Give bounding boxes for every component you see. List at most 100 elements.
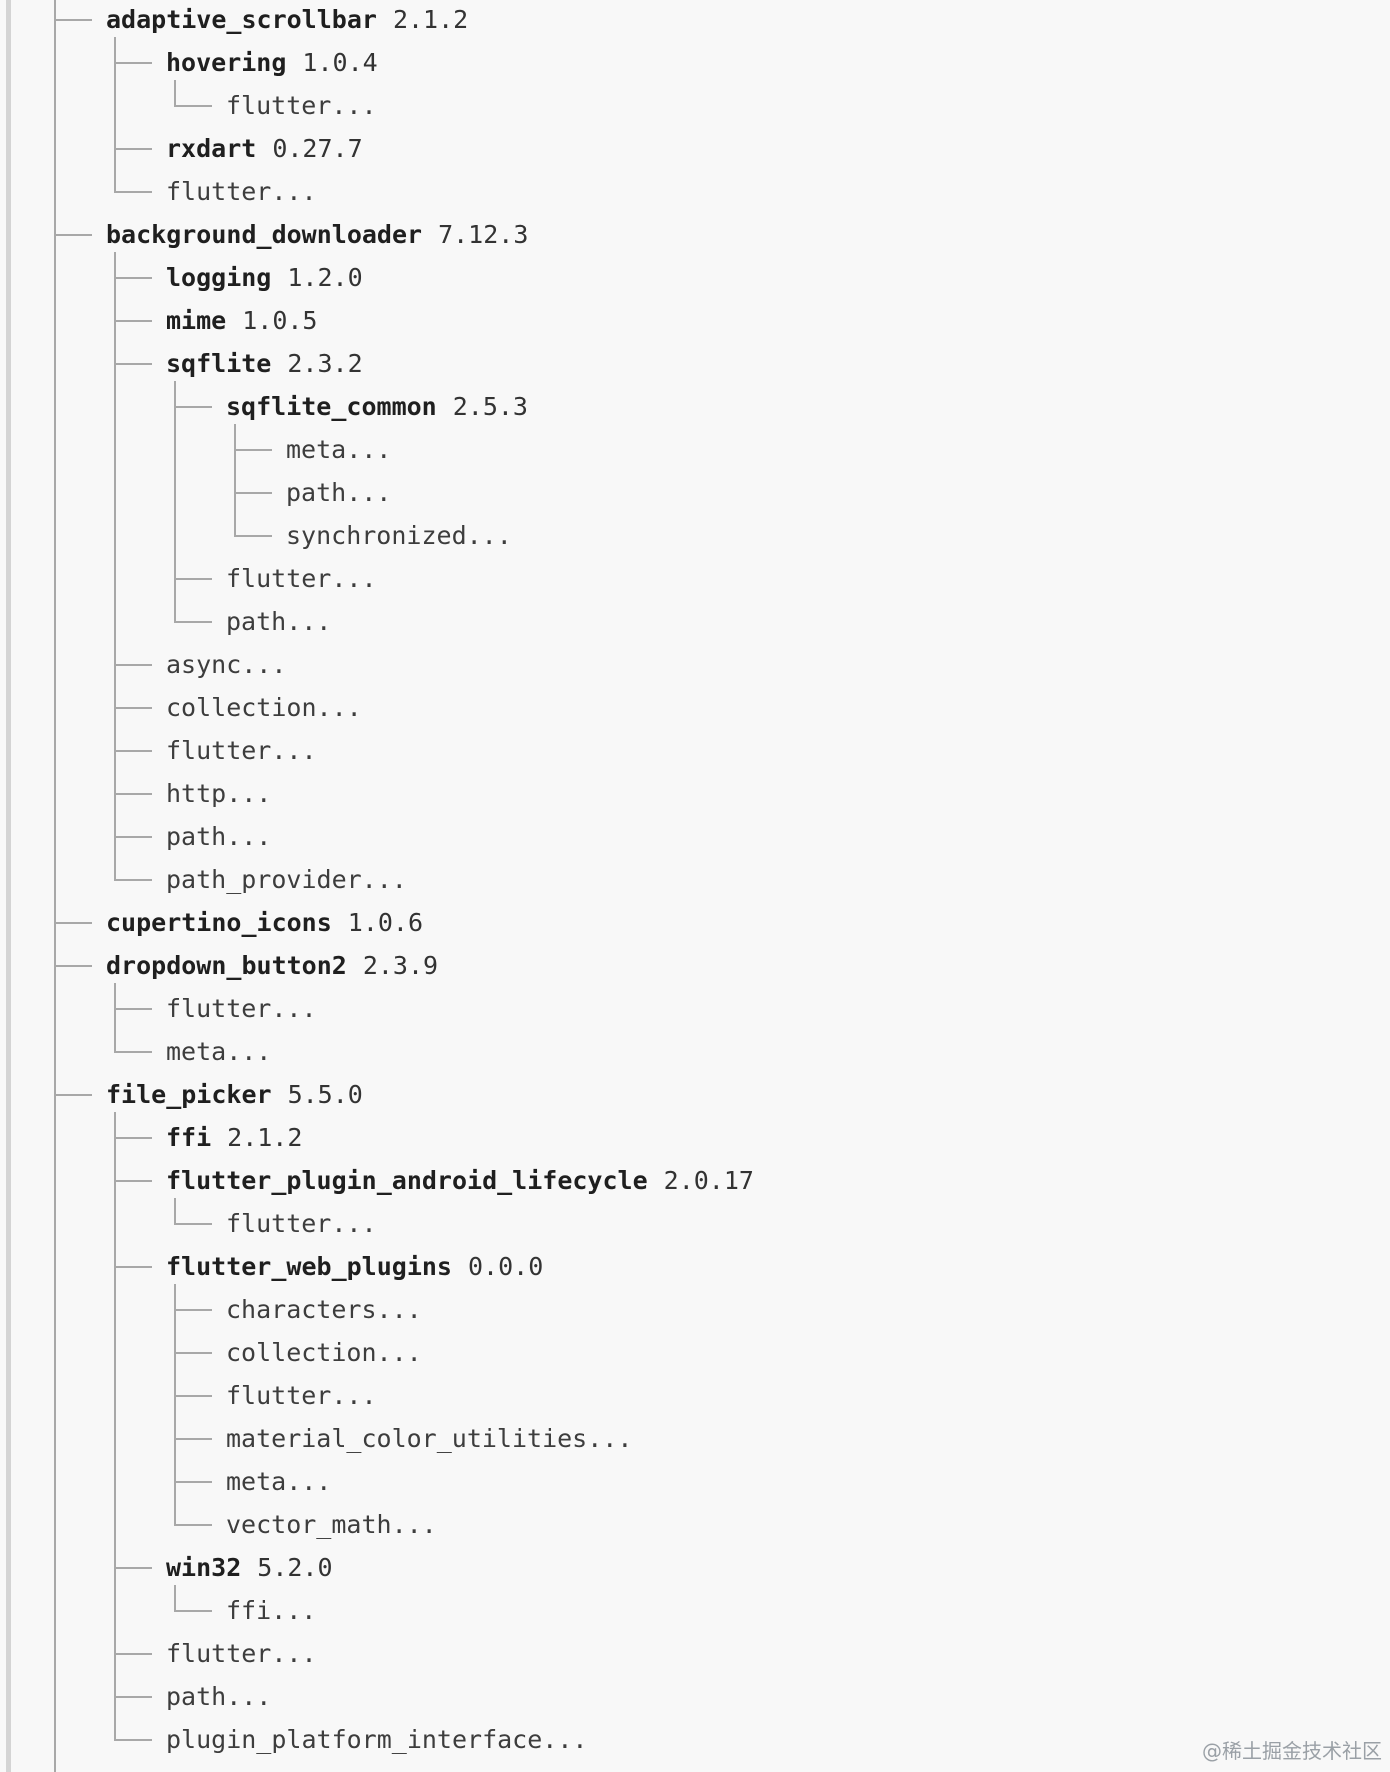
tree-branch-line [114,62,152,64]
tree-branch-line [114,1266,152,1268]
tree-node[interactable]: path... [286,473,391,513]
tree-node[interactable]: async... [166,645,286,685]
tree-branch-line [114,793,152,795]
tree-node[interactable]: collection... [166,688,362,728]
tree-vertical-line [174,1284,176,1526]
tree-branch-line [54,1094,92,1096]
tree-branch-line [114,1008,152,1010]
tree-branch-line [54,922,92,924]
package-name: flutter... [226,564,377,593]
package-name: plugin_platform_interface... [166,1725,588,1754]
tree-branch-line [174,621,212,623]
tree-node[interactable]: path_provider... [166,860,407,900]
package-name: flutter_plugin_android_lifecycle [166,1166,648,1195]
tree-branch-line [114,707,152,709]
tree-node[interactable]: meta... [166,1032,271,1072]
package-name: path... [286,478,392,507]
tree-branch-line [114,363,152,365]
watermark: @稀土掘金技术社区 [1202,1739,1382,1763]
tree-branch-line [114,879,152,881]
package-name: adaptive_scrollbar [106,5,377,34]
package-version: 0.0.0 [467,1252,544,1281]
tree-vertical-line [54,0,56,1772]
tree-node[interactable]: meta... [286,430,391,470]
tree-node[interactable]: material_color_utilities... [226,1419,632,1459]
package-name: flutter... [166,994,317,1023]
tree-node[interactable]: flutter... [226,86,377,126]
tree-branch-line [54,965,92,967]
tree-branch-line [114,664,152,666]
package-version: 1.2.0 [287,263,363,292]
tree-vertical-line [174,80,176,107]
package-name: flutter... [226,1381,377,1410]
tree-node[interactable]: flutter... [226,559,377,599]
tree-node[interactable]: collection... [226,1333,422,1373]
package-name: file_picker [106,1080,272,1109]
tree-node[interactable]: path... [166,1677,271,1717]
tree-node[interactable]: flutter... [166,1634,317,1674]
tree-branch-line [174,1481,212,1483]
package-version: 7.12.3 [438,220,529,249]
tree-node[interactable]: path... [226,602,331,642]
tree-node[interactable]: ffi 2.1.2 [166,1118,302,1158]
tree-node[interactable]: http... [166,774,271,814]
package-name: win32 [166,1553,242,1582]
tree-node[interactable]: flutter... [166,172,317,212]
tree-branch-line [174,105,212,107]
package-name: path_provider... [166,865,407,894]
tree-branch-line [174,578,212,580]
package-name: rxdart [166,134,257,163]
package-name: flutter... [226,1209,377,1238]
tree-node[interactable]: characters... [226,1290,422,1330]
package-version: 2.3.2 [287,349,363,378]
tree-branch-line [174,1438,212,1440]
tree-node[interactable]: flutter... [166,989,317,1029]
package-version: 2.5.3 [452,392,528,421]
package-version: 2.0.17 [663,1166,754,1195]
tree-node[interactable]: flutter_plugin_android_lifecycle 2.0.17 [166,1161,754,1201]
tree-branch-line [114,750,152,752]
package-name: cupertino_icons [106,908,332,937]
tree-node[interactable]: flutter... [226,1376,377,1416]
tree-node[interactable]: flutter... [226,1204,377,1244]
tree-branch-line [174,1524,212,1526]
package-name: mime [166,306,227,335]
tree-node[interactable]: path... [166,817,271,857]
tree-node[interactable]: plugin_platform_interface... [166,1720,587,1760]
package-version: 2.1.2 [227,1123,303,1152]
tree-branch-line [114,1567,152,1569]
tree-node[interactable]: ffi... [226,1591,316,1631]
tree-node[interactable]: meta... [226,1462,331,1502]
tree-node[interactable]: synchronized... [286,516,512,556]
tree-branch-line [114,320,152,322]
tree-branch-line [174,1352,212,1354]
tree-node[interactable]: flutter... [166,731,317,771]
tree-branch-line [234,492,272,494]
tree-branch-line [114,148,152,150]
tree-vertical-line [114,1112,116,1741]
scroll-gutter [6,0,11,1772]
tree-branch-line [174,1610,212,1612]
package-name: flutter... [166,1639,317,1668]
tree-branch-line [114,1180,152,1182]
tree-node[interactable]: vector_math... [226,1505,437,1545]
tree-vertical-line [234,424,236,537]
tree-branch-line [114,836,152,838]
package-name: path... [166,1682,272,1711]
package-name: synchronized... [286,521,512,550]
package-name: ffi [166,1123,212,1152]
